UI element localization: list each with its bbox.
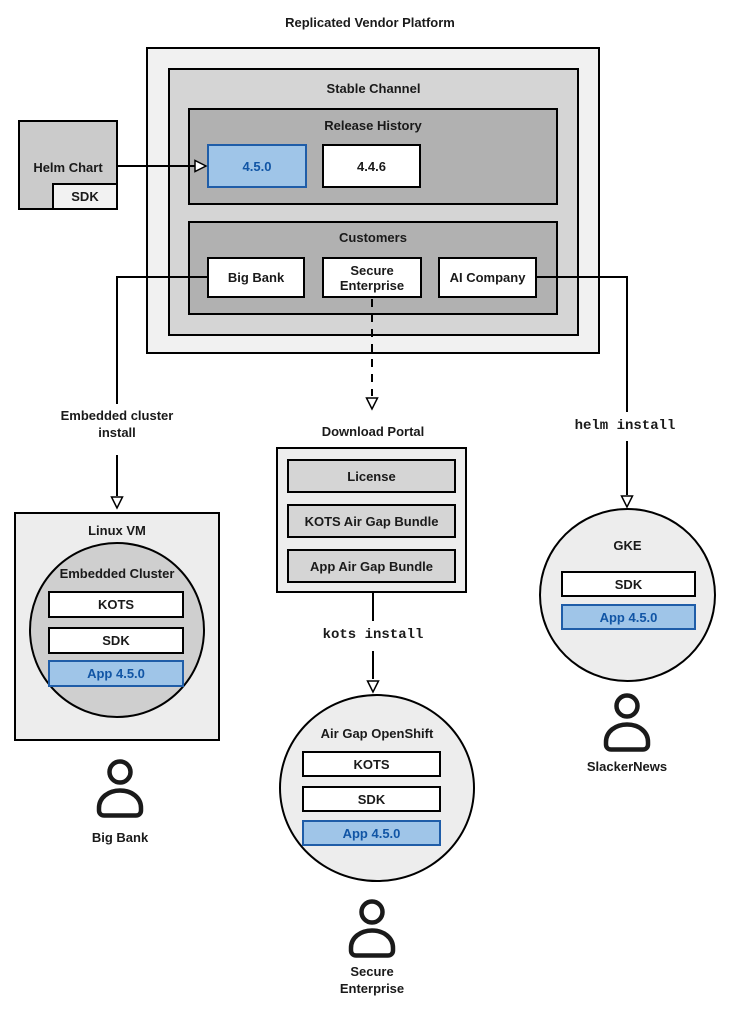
kots-install-arrowhead <box>366 680 380 694</box>
gke-title: GKE <box>613 538 642 553</box>
kots-install-label: kots install <box>322 627 424 643</box>
customer-ai-company-box: AI Company <box>438 257 537 298</box>
embedded-install-label: Embedded cluster install <box>60 408 174 440</box>
slackernews-person-icon <box>603 693 651 752</box>
diagram-title: Replicated Vendor Platform <box>285 15 455 30</box>
slackernews-user-label: SlackerNews <box>586 759 668 774</box>
big-bank-user-label: Big Bank <box>91 830 149 845</box>
linux-vm-sdk-box: SDK <box>48 627 184 654</box>
openshift-kots-box: KOTS <box>302 751 441 777</box>
customers-title: Customers <box>339 230 407 245</box>
stable-channel-title: Stable Channel <box>326 81 421 96</box>
air-gap-openshift-title: Air Gap OpenShift <box>320 726 434 741</box>
embedded-cluster-title: Embedded Cluster <box>59 566 175 581</box>
linux-vm-title: Linux VM <box>88 523 146 538</box>
linux-vm-kots-box: KOTS <box>48 591 184 618</box>
helm-chart-label: Helm Chart <box>33 160 103 175</box>
openshift-app-box: App 4.5.0 <box>302 820 441 846</box>
download-portal-title: Download Portal <box>321 424 425 439</box>
customer-secure-enterprise-box: Secure Enterprise <box>322 257 422 298</box>
kots-air-gap-bundle-box: KOTS Air Gap Bundle <box>287 504 456 538</box>
secure-enterprise-user-label: Secure Enterprise <box>339 964 405 996</box>
openshift-sdk-box: SDK <box>302 786 441 812</box>
gke-app-box: App 4.5.0 <box>561 604 696 630</box>
helm-install-label: helm install <box>574 418 676 434</box>
download-portal-arrowhead <box>365 397 379 411</box>
embedded-install-arrowhead <box>110 496 124 510</box>
customer-big-bank-box: Big Bank <box>207 257 305 298</box>
secure-enterprise-person-icon <box>348 899 396 958</box>
big-bank-person-icon <box>96 759 144 818</box>
helm-install-arrowhead <box>620 495 634 509</box>
linux-vm-app-box: App 4.5.0 <box>48 660 184 687</box>
helm-sdk-box: SDK <box>52 183 118 210</box>
app-air-gap-bundle-box: App Air Gap Bundle <box>287 549 456 583</box>
gke-sdk-box: SDK <box>561 571 696 597</box>
license-box: License <box>287 459 456 493</box>
release-446-box: 4.4.6 <box>322 144 421 188</box>
release-450-box: 4.5.0 <box>207 144 307 188</box>
release-history-title: Release History <box>324 118 422 133</box>
